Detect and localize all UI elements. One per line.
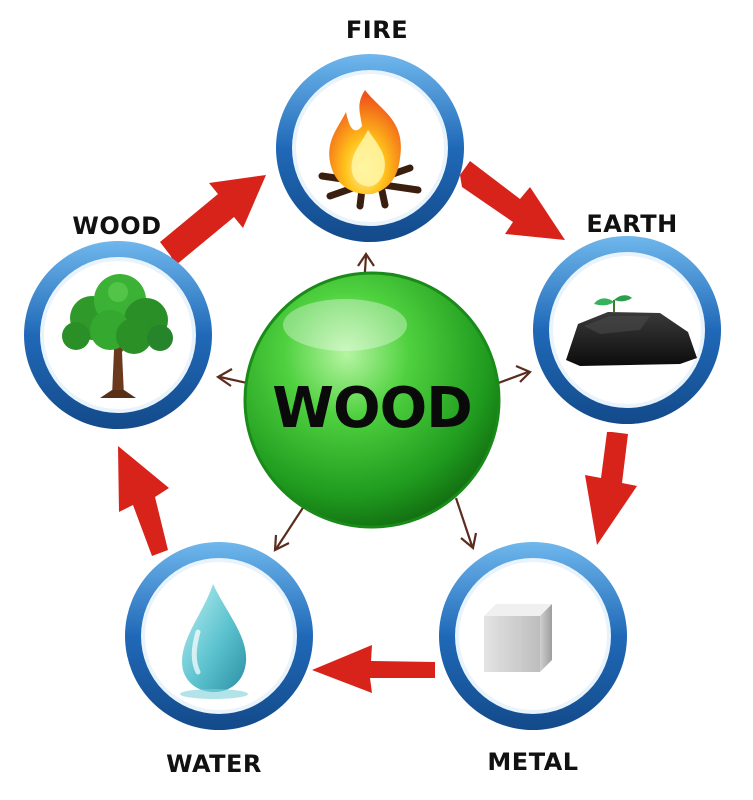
center-label: WOOD [272,376,471,441]
arrow-metal-to-water [312,645,435,693]
label-earth: EARTH [586,210,677,238]
arrow-water-to-wood [118,446,169,556]
arrow-fire-to-earth [460,161,565,240]
arrow-wood-to-fire [160,175,266,265]
label-metal: METAL [487,748,578,776]
water-drop-icon [180,584,248,699]
node-metal: METAL [439,542,627,776]
arrow-earth-to-metal [585,432,637,545]
label-wood: WOOD [72,212,161,240]
node-fire: FIRE [276,16,464,242]
label-water: WATER [166,750,262,778]
tree-icon [62,274,173,398]
metal-block-icon [484,604,552,672]
cycle-arrows [118,161,637,693]
rock-icon [566,295,697,366]
flame-icon [318,90,422,210]
node-wood: WOOD [24,212,212,429]
node-water: WATER [125,542,313,778]
node-earth: EARTH [533,210,721,424]
center-node: WOOD [243,271,501,529]
label-fire: FIRE [346,16,408,44]
